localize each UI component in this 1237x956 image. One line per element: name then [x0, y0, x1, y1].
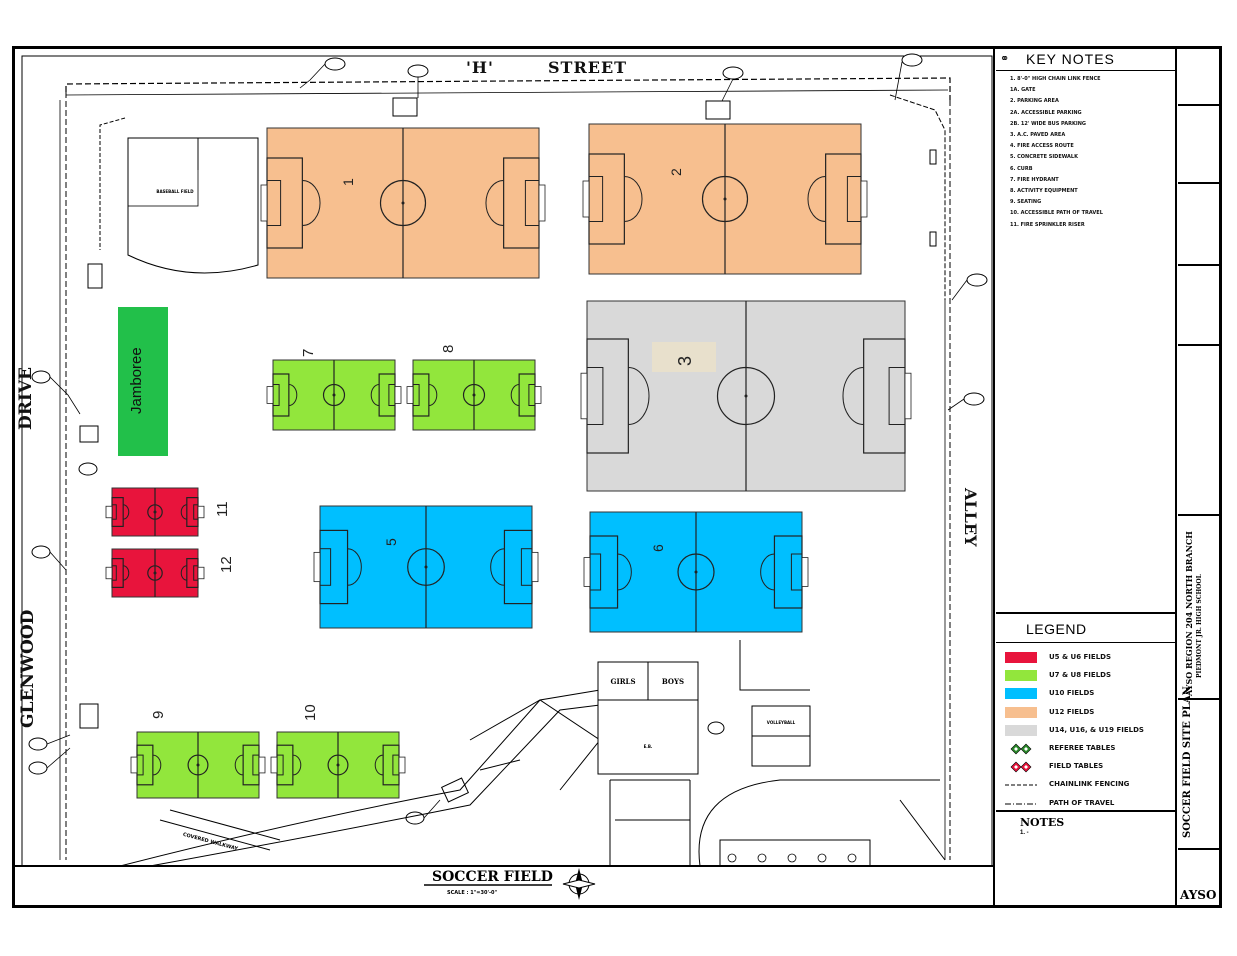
baseball-field: BASEBALL FIELD [127, 137, 259, 274]
street-h-label: 'H' [466, 58, 494, 77]
project-name: AYSO REGION 204 NORTH BRANCH [1184, 531, 1194, 696]
ayso-logo: AYSO [1180, 888, 1217, 902]
legend-item: U10 FIELDS [1005, 687, 1173, 701]
drawing-sheet [12, 46, 1222, 908]
legend-item: FIELD TABLES [1005, 760, 1173, 774]
jamboree-label: Jamboree [128, 347, 145, 414]
field-7 [266, 359, 402, 431]
field-label-3: 3 [675, 355, 695, 366]
line-icon [1005, 779, 1037, 790]
key-notes-icon: ⚭ [1000, 53, 1010, 65]
key-note-item: 6. CURB [1010, 165, 1033, 172]
key-note-item: 2. PARKING AREA [1010, 98, 1059, 105]
diamond-icon [1005, 743, 1037, 755]
girls-label: GIRLS [610, 677, 635, 686]
key-note-item: 4. FIRE ACCESS ROUTE [1010, 143, 1074, 150]
legend-swatch [1005, 724, 1037, 736]
legend-label: U5 & U6 FIELDS [1049, 653, 1112, 661]
covered-walkway-label: COVERED WALKWAY [182, 832, 239, 853]
restroom-building: GIRLS BOYS E.B. [597, 661, 699, 775]
key-note-item: 3. A.C. PAVED AREA [1010, 132, 1066, 138]
legend-swatch [1005, 670, 1037, 682]
legend-label: FIELD TABLES [1049, 762, 1104, 771]
street-label: STREET [548, 58, 628, 77]
key-notes-header: ⚭ KEY NOTES [996, 48, 1176, 71]
volleyball-label: VOLLEYBALL [767, 720, 796, 725]
field-10 [270, 731, 406, 799]
notes-title: NOTES [1020, 816, 1065, 829]
key-note-item: 1A. GATE [1010, 87, 1036, 94]
notes-item: 1. - [1020, 830, 1029, 836]
legend-swatch [1005, 652, 1037, 663]
legend-label: U12 FIELDS [1049, 707, 1095, 716]
legend-title: LEGEND [1026, 621, 1087, 637]
field-8 [406, 359, 542, 431]
key-note-item: 5. CONCRETE SIDEWALK [1010, 154, 1078, 161]
key-note-item: 1. 8'-0" HIGH CHAIN LINK FENCE [1010, 76, 1101, 82]
line-icon [1005, 798, 1037, 809]
key-note-item: 2A. ACCESSIBLE PARKING [1010, 109, 1082, 116]
field-5 [313, 505, 539, 629]
school-name: PIEDMONT JR. HIGH SCHOOL [1196, 574, 1203, 678]
legend-label: U14, U16, & U19 FIELDS [1049, 725, 1144, 734]
diamond-icon [1005, 761, 1037, 773]
drive-label: DRIVE [16, 367, 36, 430]
legend-item: REFEREE TABLES [1005, 742, 1173, 756]
key-note-item: 8. ACTIVITY EQUIPMENT [1010, 188, 1078, 194]
boys-label: BOYS [662, 677, 684, 686]
jamboree-area [118, 307, 168, 456]
field-12 [105, 548, 205, 598]
building-mark: E.B. [644, 744, 653, 749]
key-note-item: 7. FIRE HYDRANT [1010, 176, 1059, 183]
legend-header: LEGEND [996, 612, 1176, 643]
legend-label: CHAINLINK FENCING [1049, 780, 1130, 789]
field-label-10: 10 [302, 704, 319, 721]
field-label-9: 9 [150, 710, 167, 719]
legend-label: U7 & U8 FIELDS [1049, 671, 1112, 680]
glenwood-label: GLENWOOD [18, 609, 38, 728]
title-block: AYSO REGION 204 NORTH BRANCH PIEDMONT JR… [1178, 48, 1222, 906]
field-label-11: 11 [214, 501, 231, 517]
baseball-label: BASEBALL FIELD [156, 189, 194, 194]
field-label-6: 6 [650, 544, 666, 552]
legend-swatch [1005, 706, 1037, 718]
legend-label: PATH OF TRAVEL [1049, 798, 1115, 807]
drawing-scale: SCALE : 1"=30'-0" [447, 890, 498, 896]
north-arrow-icon [562, 868, 596, 900]
key-note-item: 11. FIRE SPRINKLER RISER [1010, 221, 1085, 228]
drawing-title: SOCCER FIELD [432, 869, 553, 885]
legend-item: PATH OF TRAVEL [1005, 797, 1173, 811]
field-3 [580, 300, 912, 492]
key-notes-title: KEY NOTES [1026, 51, 1115, 67]
legend-label: U10 FIELDS [1049, 689, 1095, 698]
field-1 [260, 127, 546, 279]
sheet-title: SOCCER FIELD SITE PLAN [1182, 686, 1193, 838]
field-6 [583, 511, 809, 633]
notes-section: NOTES 1. - [996, 810, 1176, 836]
field-label-2: 2 [668, 168, 684, 176]
legend-label: REFEREE TABLES [1049, 744, 1116, 752]
field-2 [582, 123, 868, 275]
field-3-tag [652, 342, 716, 372]
field-label-8: 8 [440, 344, 457, 353]
legend-swatch [1005, 688, 1037, 700]
field-9 [130, 731, 266, 799]
key-note-item: 2B. 12' WIDE BUS PARKING [1010, 120, 1087, 127]
key-note-item: 10. ACCESSIBLE PATH OF TRAVEL [1010, 210, 1103, 217]
legend-item: U7 & U8 FIELDS [1005, 669, 1173, 683]
field-11 [105, 487, 205, 537]
field-label-12: 12 [218, 556, 235, 573]
field-label-7: 7 [300, 348, 317, 357]
key-note-item: 9. SEATING [1010, 199, 1042, 206]
legend-item: U5 & U6 FIELDS [1005, 651, 1173, 665]
field-label-1: 1 [340, 178, 356, 186]
legend-item: U12 FIELDS [1005, 706, 1173, 720]
alley-label: ALLEY [961, 488, 980, 547]
field-label-5: 5 [383, 538, 399, 546]
legend-item: CHAINLINK FENCING [1005, 778, 1173, 792]
legend-item: U14, U16, & U19 FIELDS [1005, 724, 1173, 738]
